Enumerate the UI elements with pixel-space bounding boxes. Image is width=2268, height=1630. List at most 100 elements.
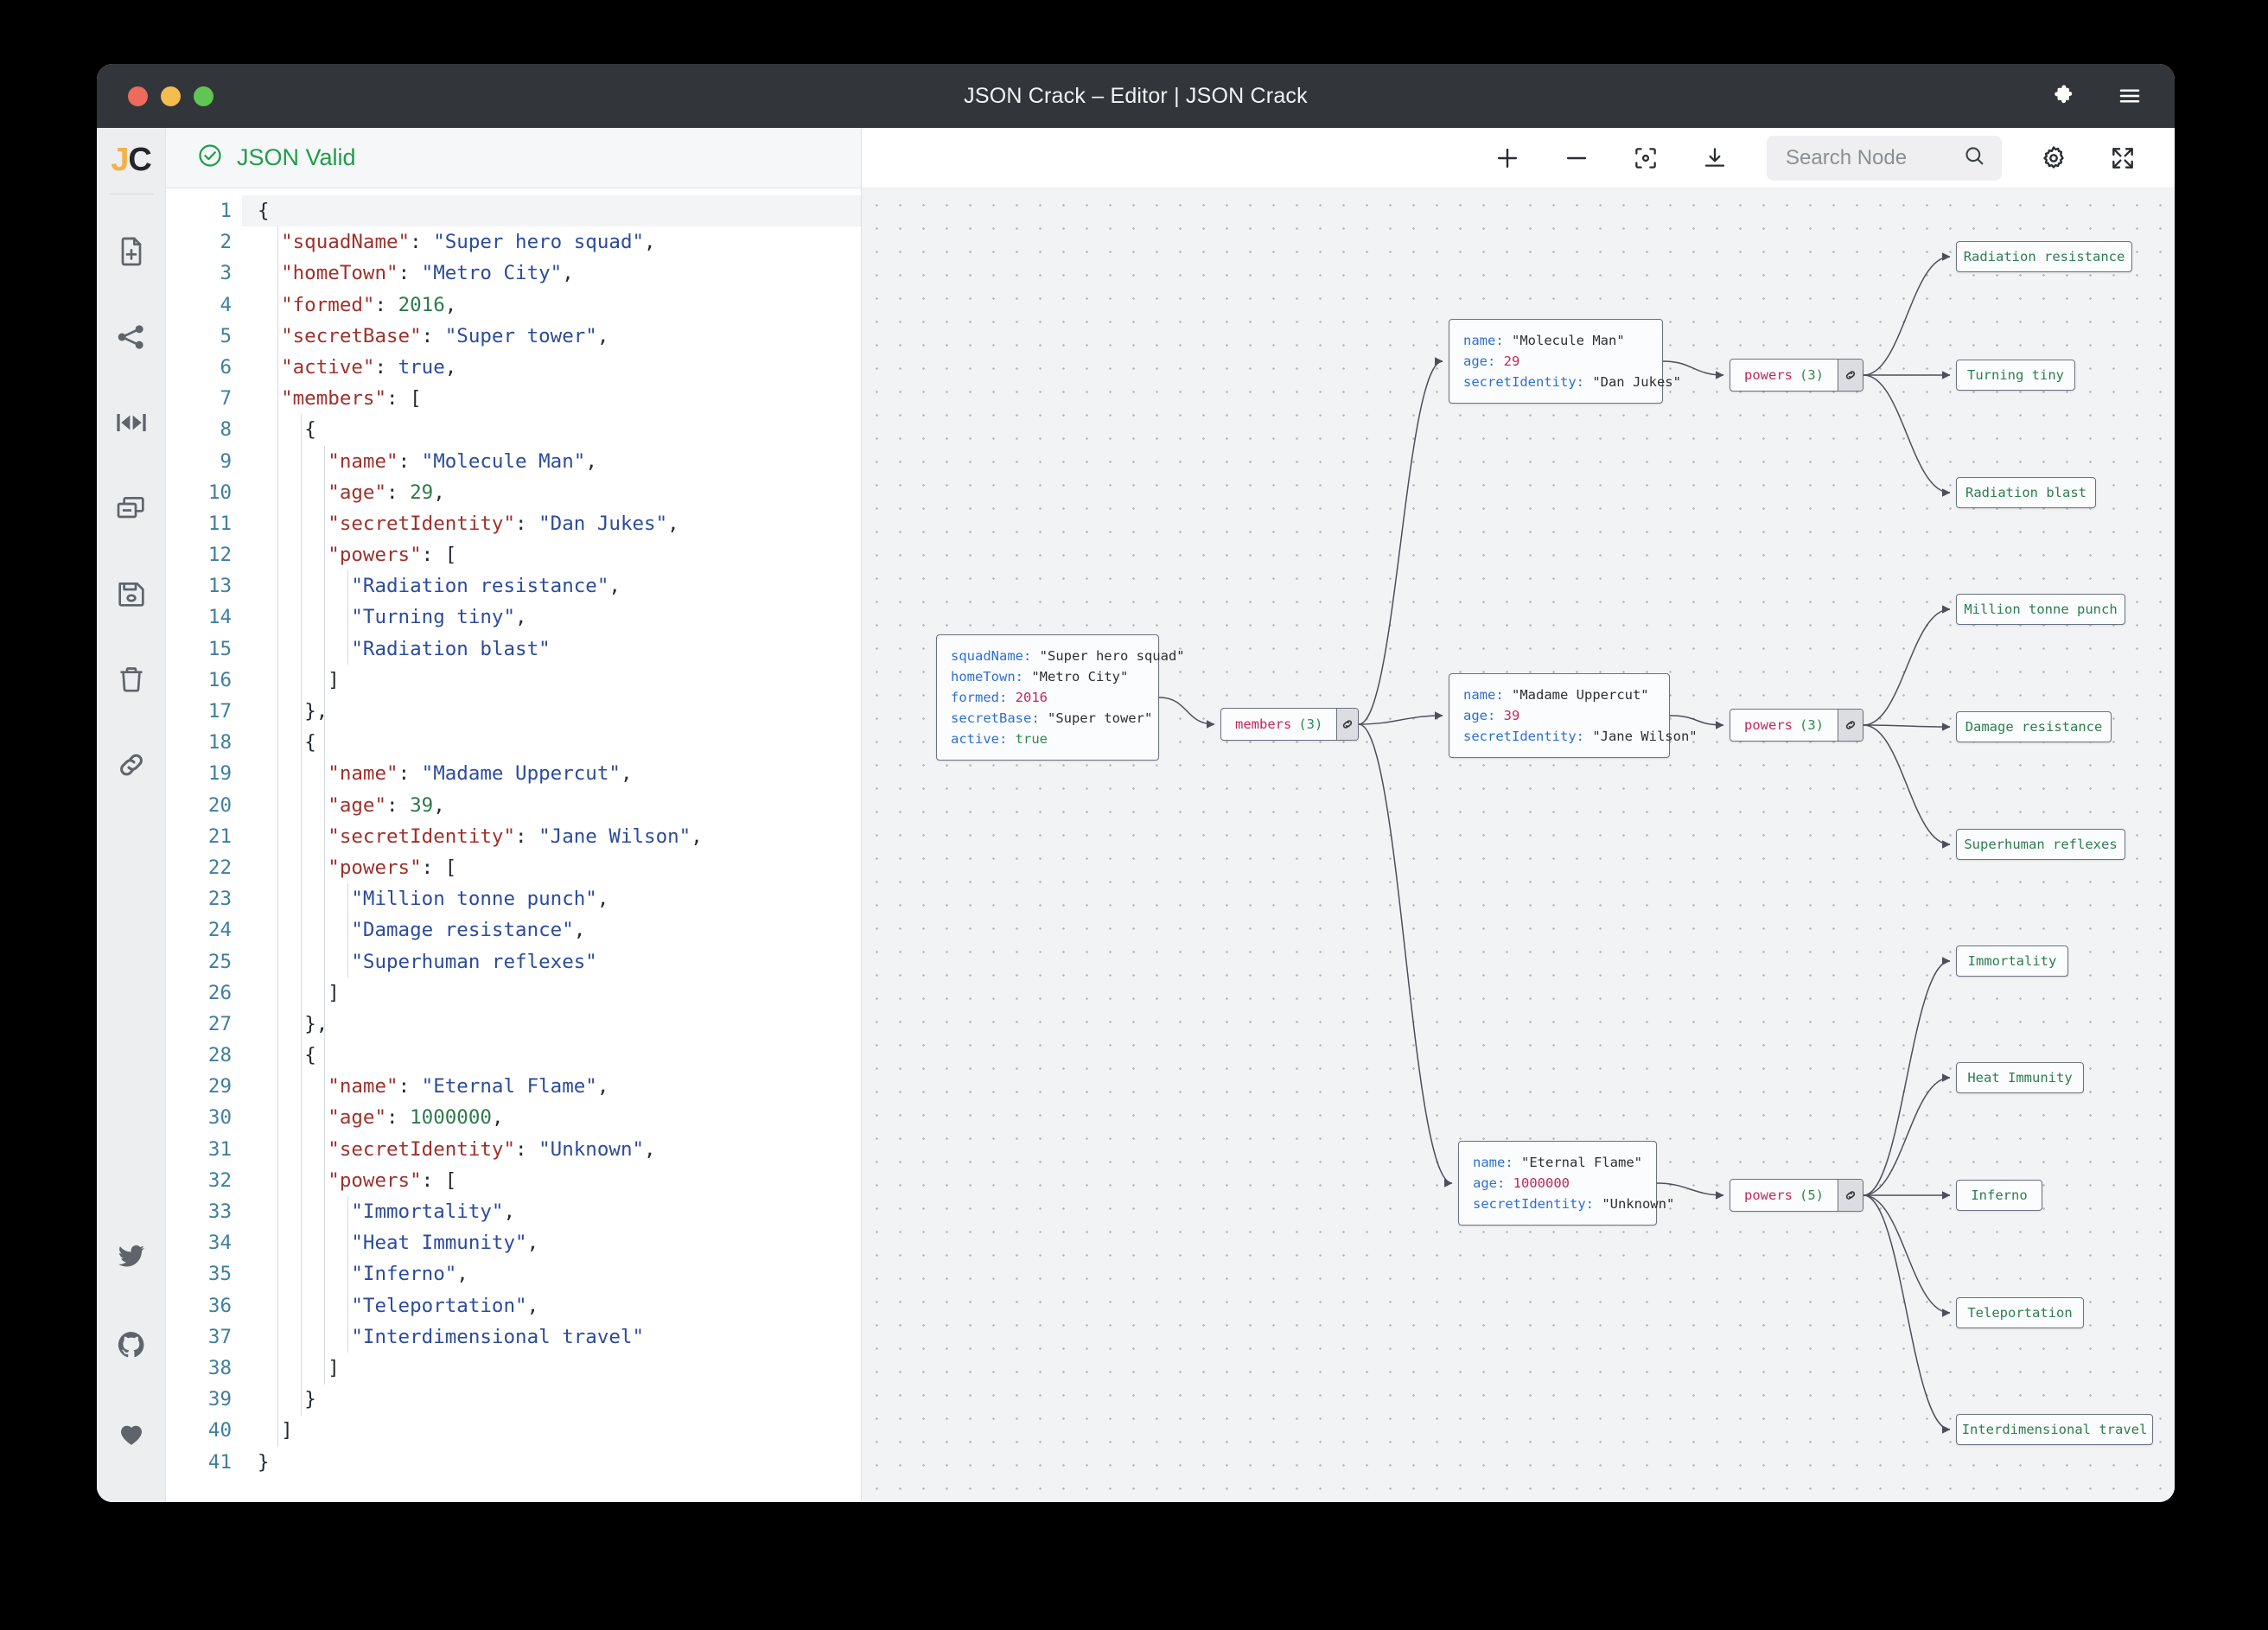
graph-node-parent[interactable]: members(3) (1220, 708, 1359, 741)
sidebar-item-twitter[interactable] (97, 1211, 166, 1300)
code-line[interactable]: "name": "Eternal Flame", (258, 1071, 861, 1102)
fullscreen-expand-icon[interactable] (2106, 141, 2140, 175)
code-line[interactable]: "powers": [ (258, 852, 861, 883)
code-line[interactable]: "secretIdentity": "Dan Jukes", (258, 508, 861, 539)
code-line[interactable]: { (258, 727, 861, 758)
code-line[interactable]: "secretBase": "Super tower", (258, 321, 861, 352)
graph-node-value: 29 (1504, 353, 1520, 369)
graph-node-leaf[interactable]: Radiation blast (1956, 477, 2096, 508)
graph-node-leaf[interactable]: Million tonne punch (1956, 594, 2125, 625)
graph-node-leaf[interactable]: Radiation resistance (1956, 241, 2132, 272)
code-line[interactable]: } (258, 1447, 861, 1478)
sidebar-item-duplicate[interactable] (97, 465, 166, 551)
search-node-input[interactable]: Search Node (1767, 136, 2002, 181)
code-line[interactable]: ] (258, 1353, 861, 1384)
link-chain-icon[interactable] (1838, 710, 1863, 741)
graph-node-leaf[interactable]: Immortality (1956, 946, 2068, 977)
sidebar-item-collapse[interactable] (97, 379, 166, 465)
graph-node-object[interactable]: name: "Eternal Flame"age: 1000000secretI… (1458, 1141, 1657, 1226)
code-editor[interactable]: 1234567891011121314151617181920212223242… (166, 188, 861, 1502)
code-content[interactable]: { "squadName": "Super hero squad", "home… (242, 195, 861, 1502)
link-chain-icon[interactable] (1838, 360, 1863, 391)
graph-node-leaf[interactable]: Inferno (1956, 1180, 2042, 1211)
hamburger-menu-icon[interactable] (2116, 82, 2144, 110)
code-line[interactable]: ] (258, 977, 861, 1009)
code-line[interactable]: "age": 1000000, (258, 1102, 861, 1133)
code-line[interactable]: "secretIdentity": "Jane Wilson", (258, 821, 861, 852)
graph-node-leaf[interactable]: Turning tiny (1956, 360, 2075, 391)
code-line[interactable]: "secretIdentity": "Unknown", (258, 1134, 861, 1165)
code-line[interactable]: }, (258, 1009, 861, 1040)
code-line[interactable]: { (258, 1040, 861, 1071)
sidebar-item-sponsor[interactable] (97, 1389, 166, 1478)
graph-node-object[interactable]: squadName: "Super hero squad"homeTown: "… (936, 634, 1159, 761)
code-token: "Madame Uppercut" (422, 762, 621, 785)
code-token: "squadName" (281, 231, 410, 253)
brand-logo[interactable]: JC (111, 128, 151, 194)
sidebar-item-share[interactable] (97, 294, 166, 379)
sidebar-item-link[interactable] (97, 722, 166, 807)
traffic-lights (128, 86, 213, 106)
code-line[interactable]: ] (258, 1415, 861, 1446)
code-line[interactable]: "powers": [ (258, 1165, 861, 1196)
code-line[interactable]: "age": 39, (258, 790, 861, 821)
graph-edge (1863, 725, 1950, 727)
maximize-window-button[interactable] (194, 86, 213, 106)
code-line[interactable]: "active": true, (258, 352, 861, 383)
graph-node-key: age: (1463, 353, 1504, 369)
graph-node-leaf[interactable]: Damage resistance (1956, 711, 2112, 742)
graph-node-child-count: (5) (1800, 1187, 1824, 1203)
center-view-icon[interactable] (1628, 141, 1663, 175)
code-line[interactable]: "powers": [ (258, 539, 861, 570)
graph-edge (1863, 1195, 1950, 1313)
graph-node-parent[interactable]: powers(3) (1730, 359, 1863, 392)
graph-node-parent[interactable]: powers(3) (1730, 709, 1863, 742)
code-token: , (503, 1200, 515, 1223)
code-token: : (386, 1106, 410, 1129)
sidebar-item-github[interactable] (97, 1300, 166, 1389)
code-line[interactable]: "name": "Molecule Man", (258, 446, 861, 477)
code-line[interactable]: { (258, 414, 861, 445)
puzzle-piece-icon[interactable] (2048, 82, 2076, 110)
close-window-button[interactable] (128, 86, 148, 106)
graph-node-object[interactable]: name: "Madame Uppercut"age: 39secretIden… (1449, 673, 1670, 758)
graph-node-object[interactable]: name: "Molecule Man"age: 29secretIdentit… (1449, 319, 1663, 404)
minimize-window-button[interactable] (161, 86, 181, 106)
code-line[interactable]: "homeTown": "Metro City", (258, 258, 861, 289)
zoom-in-icon[interactable] (1490, 141, 1525, 175)
line-number: 13 (166, 570, 232, 602)
graph-pane: Search Node (862, 128, 2175, 1502)
json-editor-pane: JSON Valid 12345678910111213141516171819… (166, 128, 862, 1502)
code-line[interactable]: ] (258, 665, 861, 696)
sidebar-item-delete[interactable] (97, 636, 166, 722)
code-token: , (597, 1075, 609, 1098)
code-token: "name" (328, 762, 398, 785)
graph-canvas[interactable]: squadName: "Super hero squad"homeTown: "… (862, 188, 2175, 1502)
code-line[interactable]: } (258, 1384, 861, 1415)
code-line[interactable]: "name": "Madame Uppercut", (258, 758, 861, 789)
graph-node-leaf[interactable]: Superhuman reflexes (1956, 829, 2125, 860)
settings-gear-icon[interactable] (2036, 141, 2071, 175)
graph-node-child-count: (3) (1800, 367, 1824, 383)
graph-node-leaf[interactable]: Heat Immunity (1956, 1062, 2084, 1093)
code-line[interactable]: "squadName": "Super hero squad", (258, 226, 861, 258)
graph-node-leaf[interactable]: Interdimensional travel (1956, 1414, 2153, 1445)
download-icon[interactable] (1698, 141, 1732, 175)
code-token: , (527, 1295, 539, 1317)
graph-node-value: "Unknown" (1602, 1196, 1674, 1212)
code-token: { (258, 200, 270, 222)
heart-icon (116, 1418, 147, 1449)
code-line[interactable]: { (242, 195, 861, 226)
code-line[interactable]: }, (258, 696, 861, 727)
code-line[interactable]: "members": [ (258, 383, 861, 414)
code-line[interactable]: "age": 29, (258, 477, 861, 508)
sidebar-item-save[interactable] (97, 551, 166, 636)
link-chain-icon[interactable] (1838, 1180, 1863, 1211)
link-chain-icon[interactable] (1336, 709, 1358, 740)
line-number: 23 (166, 883, 232, 914)
sidebar-item-new-file[interactable] (97, 208, 166, 294)
zoom-out-icon[interactable] (1559, 141, 1594, 175)
code-line[interactable]: "formed": 2016, (258, 290, 861, 321)
graph-node-leaf[interactable]: Teleportation (1956, 1297, 2084, 1328)
graph-node-parent[interactable]: powers(5) (1730, 1179, 1863, 1212)
